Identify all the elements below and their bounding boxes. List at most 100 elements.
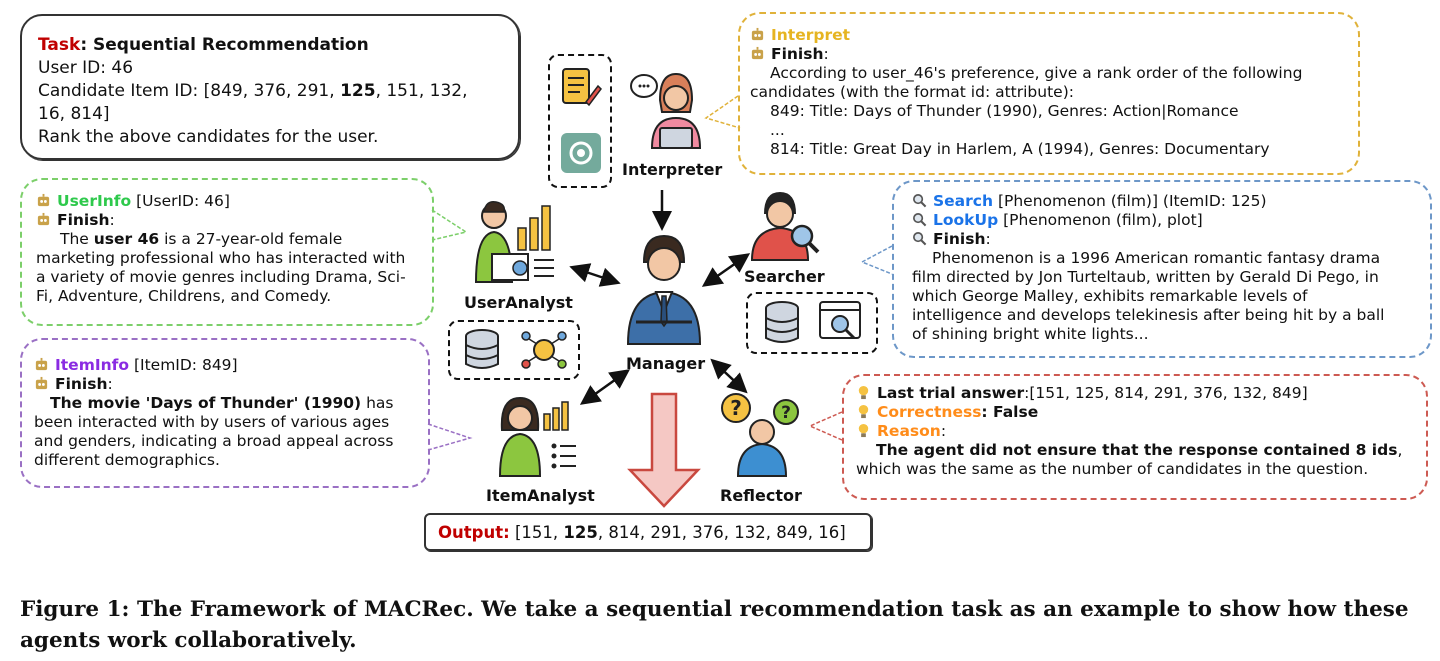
searcher-tools-group — [746, 292, 878, 354]
reflector-reason-colon: : — [940, 422, 947, 440]
manager-avatar — [626, 234, 702, 345]
arrow-searcher-manager — [701, 253, 751, 287]
search-bubble-tail — [860, 245, 893, 275]
output-label: Output: — [438, 523, 510, 542]
pie-chart-icon — [512, 260, 528, 276]
task-candidate-line2: 16, 814] — [38, 104, 110, 124]
output-pre: [151, — [509, 523, 564, 542]
output-box: Output: [151, 125, 814, 291, 376, 132, 8… — [424, 513, 872, 551]
searcher-label: Searcher — [744, 267, 825, 286]
manager-label: Manager — [626, 354, 706, 373]
reflector-line1-post: , — [1397, 441, 1403, 459]
userinfo-line3: a variety of movie genres including Dram… — [36, 268, 406, 286]
lightbulb-icon — [856, 404, 871, 419]
task-candidate-suffix: , 151, 132, — [375, 81, 468, 101]
interpret-action: Interpret — [771, 26, 851, 44]
robot-icon — [36, 212, 51, 227]
figure-caption: Figure 1: The Framework of MACRec. We ta… — [20, 597, 1409, 653]
interpreter-tools-group — [548, 54, 612, 188]
task-candidate-prefix: Candidate Item ID: [849, 376, 291, — [38, 81, 341, 101]
search-line2: film directed by Jon Turteltaub, written… — [912, 268, 1379, 286]
lookup-action: LookUp — [933, 211, 999, 229]
web-search-icon — [819, 301, 861, 340]
lightbulb-icon — [856, 423, 871, 438]
useranalyst-label: UserAnalyst — [464, 293, 573, 312]
output-post: , 814, 291, 376, 132, 849, 16] — [597, 523, 846, 542]
search-line5: of shining bright white lights... — [912, 325, 1149, 343]
search-bubble: Search [Phenomenon (film)] (ItemID: 125)… — [892, 180, 1432, 358]
iteminfo-line4: different demographics. — [34, 451, 220, 469]
userinfo-finish-colon: : — [109, 211, 115, 229]
robot-icon — [34, 357, 49, 372]
userinfo-line1-bold: user 46 — [93, 230, 160, 248]
reflector-last-label: Last trial answer — [877, 384, 1025, 402]
arrow-itemanalyst-manager — [579, 369, 631, 405]
interpret-line5: 814: Title: Great Day in Harlem, A (1994… — [770, 140, 1270, 158]
userinfo-bubble-tail — [431, 209, 468, 241]
question-mark-icon: ? ? — [721, 393, 799, 425]
task-box: Task: Sequential Recommendation User ID:… — [20, 14, 520, 160]
itemanalyst-label: ItemAnalyst — [486, 486, 595, 505]
searcher-avatar — [750, 192, 820, 261]
svg-text:?: ? — [730, 396, 742, 420]
robot-icon — [750, 46, 765, 61]
lightbulb-icon — [856, 385, 871, 400]
iteminfo-action-arg: [ItemID: 849] — [129, 356, 238, 374]
search-action-arg: [Phenomenon (film)] (ItemID: 125) — [993, 192, 1267, 210]
interpret-line1: According to user_46's preference, give … — [770, 64, 1303, 82]
userinfo-line1-post: is a 27-year-old female — [159, 230, 343, 248]
interpret-line4: ... — [770, 121, 785, 139]
lookup-action-arg: [Phenomenon (film), plot] — [998, 211, 1203, 229]
arrow-reflector-manager — [710, 358, 748, 394]
bar-chart-icon — [517, 205, 551, 251]
iteminfo-bubble-tail — [427, 423, 473, 451]
userinfo-line1-pre: The — [60, 230, 94, 248]
interpreter-avatar — [630, 72, 702, 149]
iteminfo-line2: been interacted with by users of various… — [34, 413, 390, 431]
userinfo-finish-label: Finish — [57, 211, 110, 229]
reflector-line2: which was the same as the number of cand… — [856, 460, 1369, 478]
interpret-bubble: Interpret Finish: According to user_46's… — [738, 12, 1360, 175]
interpreter-label: Interpreter — [622, 160, 723, 179]
userinfo-action-arg: [UserID: 46] — [131, 192, 230, 210]
iteminfo-line3: and genders, indicating a broad appeal a… — [34, 432, 394, 450]
task-label: Task — [38, 35, 81, 55]
task-candidate-bold: 125 — [340, 81, 376, 101]
bar-chart-icon — [543, 401, 569, 431]
robot-icon — [750, 27, 765, 42]
iteminfo-finish-label: Finish — [55, 375, 108, 393]
arrow-useranalyst-manager — [569, 263, 621, 287]
interpret-bubble-tail — [704, 95, 741, 129]
magnifier-icon — [790, 224, 820, 254]
search-finish-colon: : — [985, 230, 991, 248]
output-bold: 125 — [563, 523, 598, 542]
useranalyst-avatar — [474, 200, 554, 283]
document-edit-icon — [562, 68, 602, 107]
iteminfo-line1-post: has — [361, 394, 394, 412]
userinfo-line2: marketing professional who has interacte… — [36, 249, 406, 267]
useranalyst-tools-group — [448, 320, 580, 380]
svg-text:?: ? — [781, 403, 791, 423]
task-user-id: User ID: 46 — [38, 58, 134, 78]
userinfo-line4: Fi, Adventure, Childrens, and Comedy. — [36, 287, 332, 305]
search-finish-label: Finish — [933, 230, 986, 248]
iteminfo-finish-colon: : — [107, 375, 113, 393]
reflector-correct-label: Correctness — [877, 403, 982, 421]
database-icon — [465, 329, 499, 369]
output-down-arrow — [627, 392, 701, 508]
userinfo-action: UserInfo — [57, 192, 132, 210]
search-line1: Phenomenon is a 1996 American romantic f… — [932, 249, 1381, 267]
search-action: Search — [933, 192, 994, 210]
magnifier-icon — [912, 231, 927, 246]
itemanalyst-avatar — [498, 396, 576, 477]
robot-icon — [36, 193, 51, 208]
interpret-finish-label: Finish — [771, 45, 824, 63]
reflector-bubble: Last trial answer:[151, 125, 814, 291, 3… — [842, 374, 1428, 500]
search-line4: intelligence and develops telekinesis af… — [912, 306, 1385, 324]
reflector-last-value: :[151, 125, 814, 291, 376, 132, 849] — [1024, 384, 1308, 402]
userinfo-bubble: UserInfo [UserID: 46] Finish: The user 4… — [20, 178, 434, 326]
reflector-line1: The agent did not ensure that the respon… — [876, 441, 1398, 459]
reflector-bubble-tail — [808, 411, 843, 441]
reflector-label: Reflector — [720, 486, 802, 505]
task-rank-line: Rank the above candidates for the user. — [38, 127, 379, 147]
